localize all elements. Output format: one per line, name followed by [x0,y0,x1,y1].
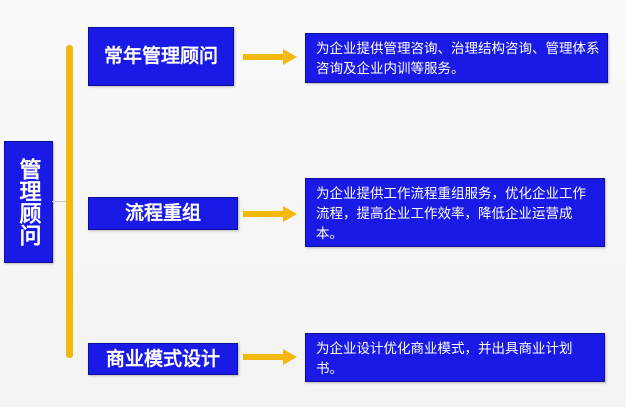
root-connector-line [52,201,66,202]
arrow-right-icon [243,206,297,222]
description-text: 为企业提供工作流程重组服务，优化企业工作流程，提高企业工作效率，降低企业运营成本… [316,186,586,242]
description-box-process-reengineering: 为企业提供工作流程重组服务，优化企业工作流程，提高企业工作效率，降低企业运营成本… [305,178,605,247]
category-node-process-reengineering: 流程重组 [88,197,238,230]
root-node-management-consulting: 管理顾问 [4,141,53,263]
category-label: 常年管理顾问 [103,45,218,67]
description-box-annual-consulting: 为企业提供管理咨询、治理结构咨询、管理体系咨询及企业内训等服务。 [305,33,608,83]
description-text: 为企业设计优化商业模式，并出具商业计划书。 [316,341,573,377]
category-node-business-model-design: 商业模式设计 [88,343,238,375]
category-node-annual-consulting: 常年管理顾问 [88,27,234,86]
root-node-label: 管理顾问 [15,158,42,246]
arrow-right-icon [243,349,297,365]
description-text: 为企业提供管理咨询、治理结构咨询、管理体系咨询及企业内训等服务。 [316,41,600,77]
category-label: 商业模式设计 [105,347,220,370]
description-box-business-model-design: 为企业设计优化商业模式，并出具商业计划书。 [305,333,605,382]
branch-bracket-line [66,45,73,358]
category-label: 流程重组 [124,202,201,224]
arrow-right-icon [243,49,297,65]
